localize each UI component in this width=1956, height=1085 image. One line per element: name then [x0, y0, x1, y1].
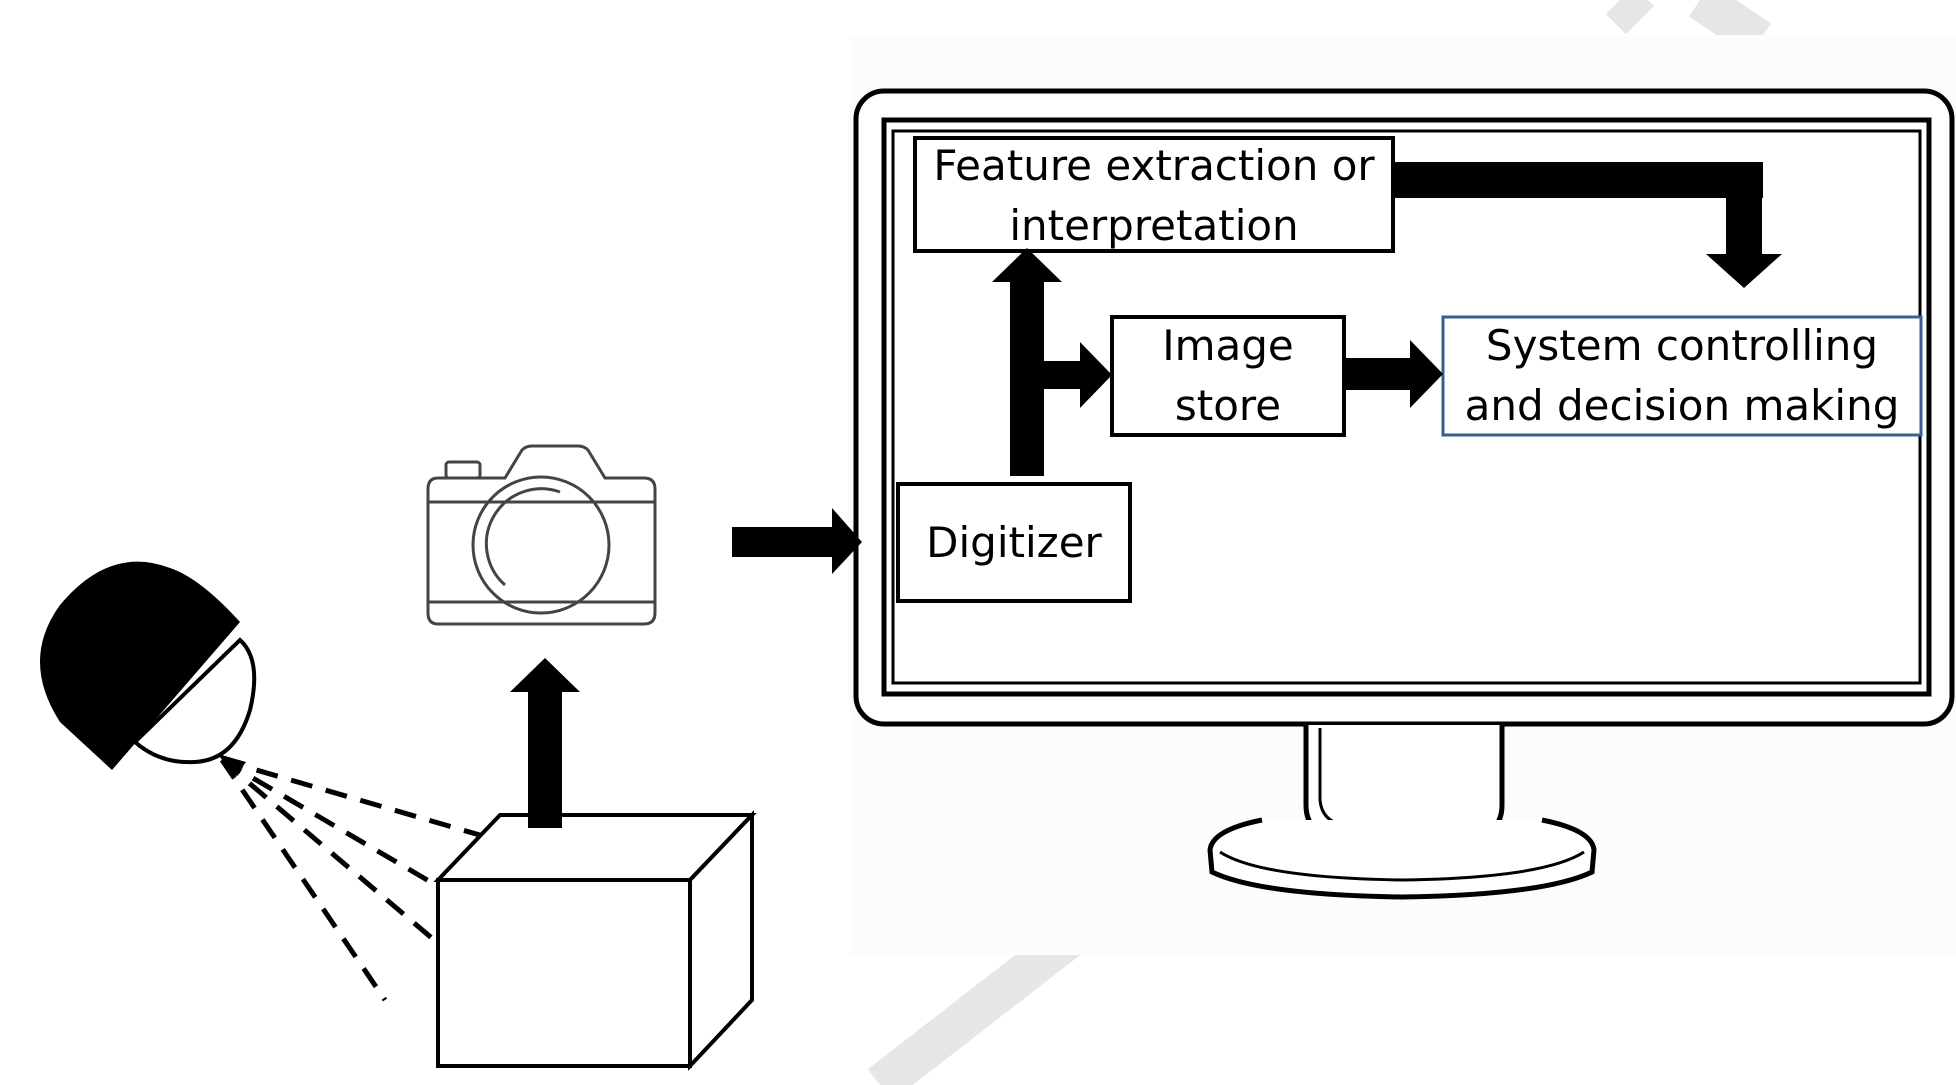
image-store-line1: Image [1162, 321, 1294, 370]
arrow-camera-to-monitor [732, 508, 862, 574]
feature-extraction-node: Feature extraction or interpretation [913, 136, 1395, 253]
image-store-node: Image store [1110, 315, 1346, 437]
system-control-node: System controlling and decision making [1441, 315, 1923, 437]
digitizer-node: Digitizer [896, 482, 1132, 603]
feature-extraction-line2: interpretation [1009, 201, 1298, 250]
system-control-line1: System controlling [1486, 321, 1878, 370]
image-store-line2: store [1175, 381, 1281, 430]
box-object-icon [433, 810, 757, 1072]
arrow-object-to-camera [510, 658, 580, 828]
digitizer-label: Digitizer [926, 518, 1102, 567]
system-control-line2: and decision making [1465, 381, 1900, 430]
arrow-image-store-to-system [1344, 340, 1443, 408]
feature-extraction-line1: Feature extraction or [933, 141, 1375, 190]
arrow-digitizer-to-feature [992, 248, 1062, 476]
arrow-feature-to-system [1393, 162, 1782, 288]
watermark [867, 0, 1772, 1085]
light-source-icon [40, 561, 491, 1002]
arrow-digitizer-to-image-store [1040, 342, 1112, 408]
camera-icon [426, 444, 657, 626]
